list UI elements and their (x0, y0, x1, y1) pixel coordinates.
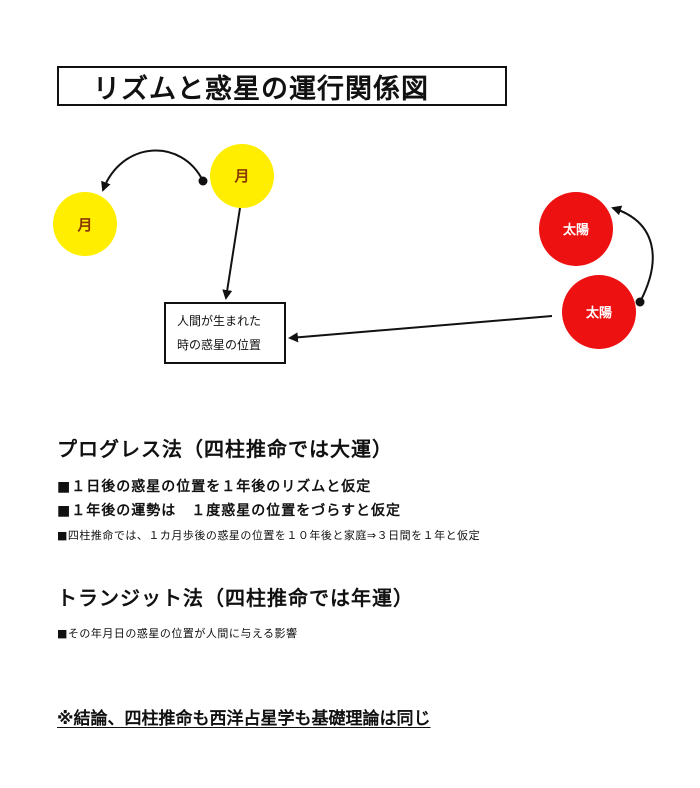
title-text: リズムと惑星の運行関係図 (93, 73, 429, 105)
moon-to-birth-arrow (222, 207, 241, 300)
progress-bullet-3: ■四柱推命では、１カ月歩後の惑星の位置を１０年後と家庭⇒３日間を１年と仮定 (57, 529, 481, 542)
moon-circle-right (210, 144, 274, 208)
birth-position-box: 人間が生まれた 時の惑星の位置 (164, 302, 286, 364)
moon-label-right: 月 (233, 167, 249, 185)
progress-bullet-2: ■１年後の運勢は １度惑星の位置をづらすと仮定 (57, 503, 401, 519)
diagram-title: リズムと惑星の運行関係図 (57, 66, 507, 106)
sun-movement-arrow (611, 205, 654, 303)
moon-label-left: 月 (76, 216, 92, 234)
birth-box-line-1: 人間が生まれた (177, 314, 262, 328)
transit-method-heading: トランジット法（四柱推命では年運） (57, 586, 414, 610)
planet-diagram: 月 月 太陽 太陽 (53, 144, 654, 349)
moon-movement-arrow (101, 149, 204, 192)
sun-circle-bottom (562, 275, 636, 349)
sun-label-bottom: 太陽 (585, 305, 612, 321)
progress-bullet-1: ■１日後の惑星の位置を１年後のリズムと仮定 (57, 479, 372, 495)
sun-label-top: 太陽 (562, 222, 589, 238)
birth-box-line-2: 時の惑星の位置 (177, 338, 262, 352)
sun-to-birth-arrow (288, 315, 553, 343)
transit-bullet-1: ■その年月日の惑星の位置が人間に与える影響 (57, 627, 298, 640)
sun-circle-top (539, 192, 613, 266)
progress-method-heading: プログレス法（四柱推命では大運） (57, 437, 393, 461)
conclusion-text: ※結論、四柱推命も西洋占星学も基礎理論は同じ (57, 709, 431, 729)
moon-circle-left (53, 192, 117, 256)
